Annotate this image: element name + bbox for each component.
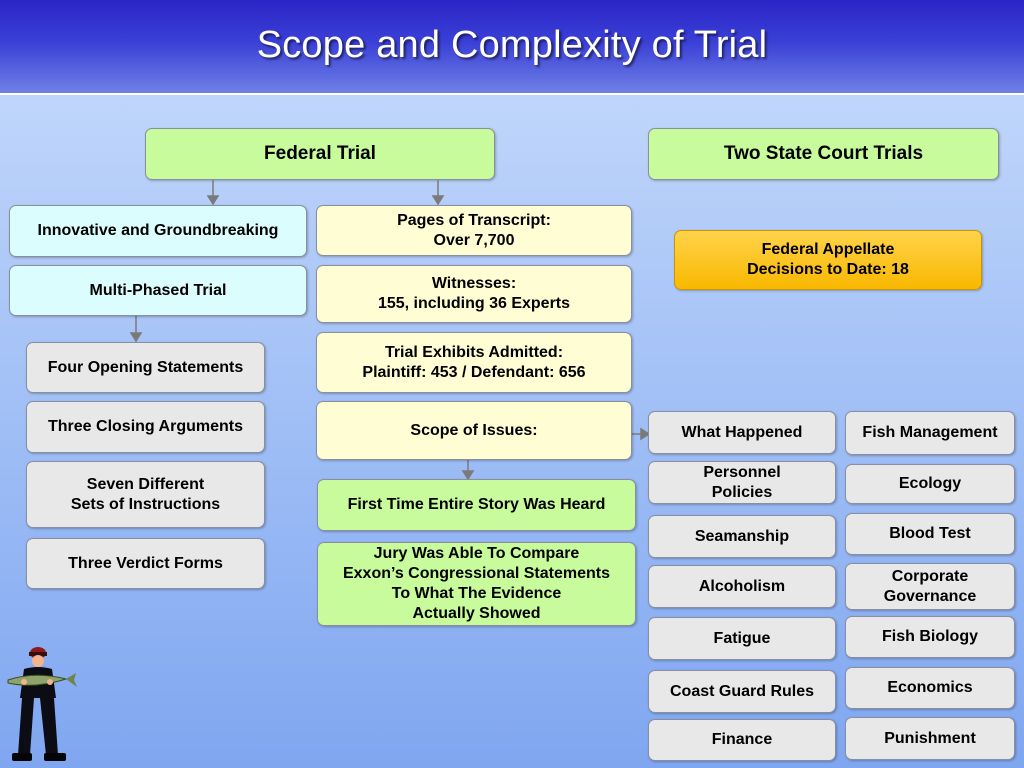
closing-arguments-box: Three Closing Arguments: [26, 401, 265, 453]
arrowhead-federal-right: [431, 195, 445, 206]
state-court-trials-box: Two State Court Trials: [648, 128, 999, 180]
issue-personnel-policies: Personnel Policies: [648, 461, 836, 504]
opening-statements-box: Four Opening Statements: [26, 342, 265, 393]
fisherman-holding-fish-icon: [7, 647, 77, 761]
transcript-box: Pages of Transcript: Over 7,700: [316, 205, 632, 256]
issue-ecology: Ecology: [845, 464, 1015, 504]
issue-fatigue: Fatigue: [648, 617, 836, 660]
federal-trial-box: Federal Trial: [145, 128, 495, 180]
page-title: Scope and Complexity of Trial: [256, 24, 768, 66]
multi-phased-box: Multi-Phased Trial: [9, 265, 307, 316]
scope-of-issues-box: Scope of Issues:: [316, 401, 632, 460]
issue-blood-test: Blood Test: [845, 513, 1015, 555]
instructions-box: Seven Different Sets of Instructions: [26, 461, 265, 528]
issue-corporate-governance: Corporate Governance: [845, 563, 1015, 610]
arrowhead-federal-left: [206, 195, 220, 206]
appellate-decisions-box: Federal Appellate Decisions to Date: 18: [674, 230, 982, 290]
witnesses-box: Witnesses: 155, including 36 Experts: [316, 265, 632, 323]
title-banner: Scope and Complexity of Trial: [0, 0, 1024, 95]
issue-what-happened: What Happened: [648, 411, 836, 454]
innovative-box: Innovative and Groundbreaking: [9, 205, 307, 257]
issue-seamanship: Seamanship: [648, 515, 836, 558]
issue-alcoholism: Alcoholism: [648, 565, 836, 608]
issue-economics: Economics: [845, 667, 1015, 709]
arrowhead-multiphased: [129, 332, 143, 343]
exhibits-box: Trial Exhibits Admitted: Plaintiff: 453 …: [316, 332, 632, 393]
issue-punishment: Punishment: [845, 717, 1015, 760]
issue-fish-management: Fish Management: [845, 411, 1015, 455]
issue-finance: Finance: [648, 719, 836, 761]
first-time-box: First Time Entire Story Was Heard: [317, 479, 636, 531]
arrowhead-scope-down: [461, 470, 475, 481]
issue-fish-biology: Fish Biology: [845, 616, 1015, 658]
jury-compare-box: Jury Was Able To Compare Exxon’s Congres…: [317, 542, 636, 626]
verdict-forms-box: Three Verdict Forms: [26, 538, 265, 589]
issue-coast-guard-rules: Coast Guard Rules: [648, 670, 836, 713]
